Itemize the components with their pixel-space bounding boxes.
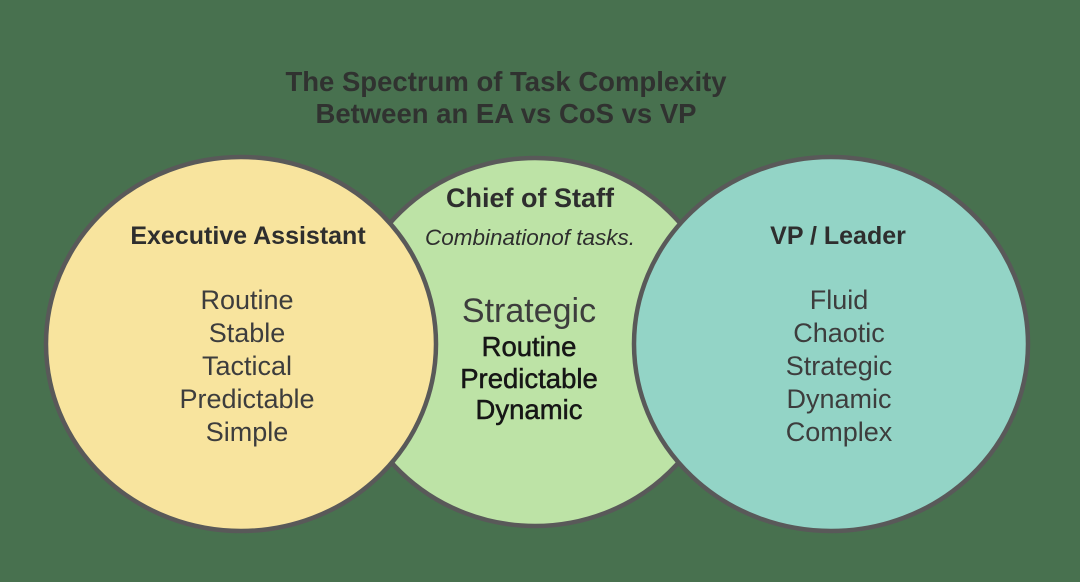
cos-trait: Routine [481,331,577,362]
cos-circle-label: Chief of Staff [446,183,614,213]
title-line-2: Between an EA vs CoS vs VP [315,98,697,129]
vp-trait: Strategic [785,351,893,381]
vp-trait: Fluid [809,285,869,315]
ea-trait: Routine [200,285,294,315]
diagram-title: The Spectrum of Task Complexity Between … [285,66,726,130]
ea-trait: Predictable [179,384,315,414]
ea-trait-list: Routine Stable Tactical Predictable Simp… [179,284,314,449]
vp-trait: Dynamic [786,384,892,414]
cos-circle-subtitle: Combinationof tasks. [424,225,636,250]
cos-trait: Dynamic [475,394,583,425]
ea-trait: Tactical [201,351,293,381]
cos-trait: Predictable [460,362,598,394]
vp-trait: Chaotic [793,318,885,348]
cos-trait-list: Routine Predictable Dynamic [460,331,598,426]
vp-trait: Complex [785,417,893,447]
cos-primary-trait: Strategic [461,292,597,330]
ea-circle-label: Executive Assistant [130,222,366,250]
ea-trait: Simple [205,417,289,447]
ea-trait: Stable [208,318,286,348]
vp-trait-list: Fluid Chaotic Strategic Dynamic Complex [786,284,893,449]
vp-circle [631,154,1031,534]
title-line-1: The Spectrum of Task Complexity [285,66,727,97]
vp-circle-label: VP / Leader [770,222,906,250]
ea-circle [43,154,439,534]
